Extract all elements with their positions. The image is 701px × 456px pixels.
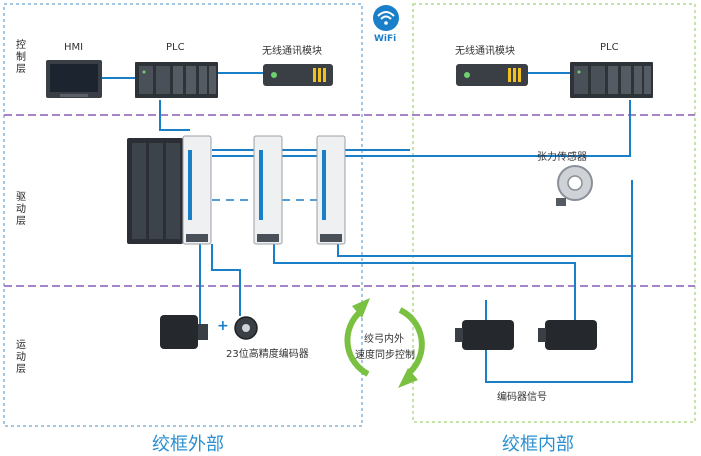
tension-sensor-label: 张力传感器: [537, 152, 587, 163]
wireless-outer-label: 无线通讯模块: [262, 46, 322, 57]
sync-label-line2: 速度同步控制: [355, 350, 415, 361]
plus-sign: +: [217, 318, 229, 334]
motor-outer: [160, 315, 208, 349]
sync-label-line1: 绞弓内外: [364, 334, 404, 345]
layer-label-control: 控 制 层: [16, 40, 26, 75]
servo-drive-1: [182, 135, 212, 245]
wifi-icon: [373, 5, 399, 31]
tension-sensor-icon: [556, 165, 593, 206]
inner-region-border: [412, 3, 696, 423]
wireless-module-inner: [456, 64, 528, 86]
sync-arrows-icon: [344, 307, 425, 377]
wifi-label: WiFi: [374, 34, 397, 44]
layer-label-drive: 驱 动 层: [16, 192, 26, 227]
sync-arrow-head-bottom: [398, 368, 418, 388]
servo-drive-2: [253, 135, 283, 245]
motor-inner-1: [455, 320, 514, 350]
region-label-outer: 绞框外部: [152, 434, 224, 455]
plc-outer-label: PLC: [166, 42, 185, 53]
hmi-device: [46, 60, 102, 98]
wireless-module-outer: [263, 64, 333, 86]
encoder-23bit-icon: [234, 316, 258, 340]
plc-outer-device: [135, 62, 218, 98]
region-label-inner: 绞框内部: [502, 434, 574, 455]
wireless-inner-label: 无线通讯模块: [455, 46, 515, 57]
power-supply-module: [127, 138, 183, 244]
encoder-signal-label: 编码器信号: [497, 392, 547, 403]
servo-drive-3: [316, 135, 346, 245]
sync-arrow-head-top: [352, 298, 370, 318]
encoder-23bit-label: 23位高精度编码器: [226, 349, 309, 360]
plc-inner-device: [570, 62, 653, 98]
layer-label-motion: 运 动 层: [16, 340, 26, 375]
motor-inner-2: [538, 320, 597, 350]
plc-inner-label: PLC: [600, 42, 619, 53]
hmi-label: HMI: [64, 42, 84, 53]
